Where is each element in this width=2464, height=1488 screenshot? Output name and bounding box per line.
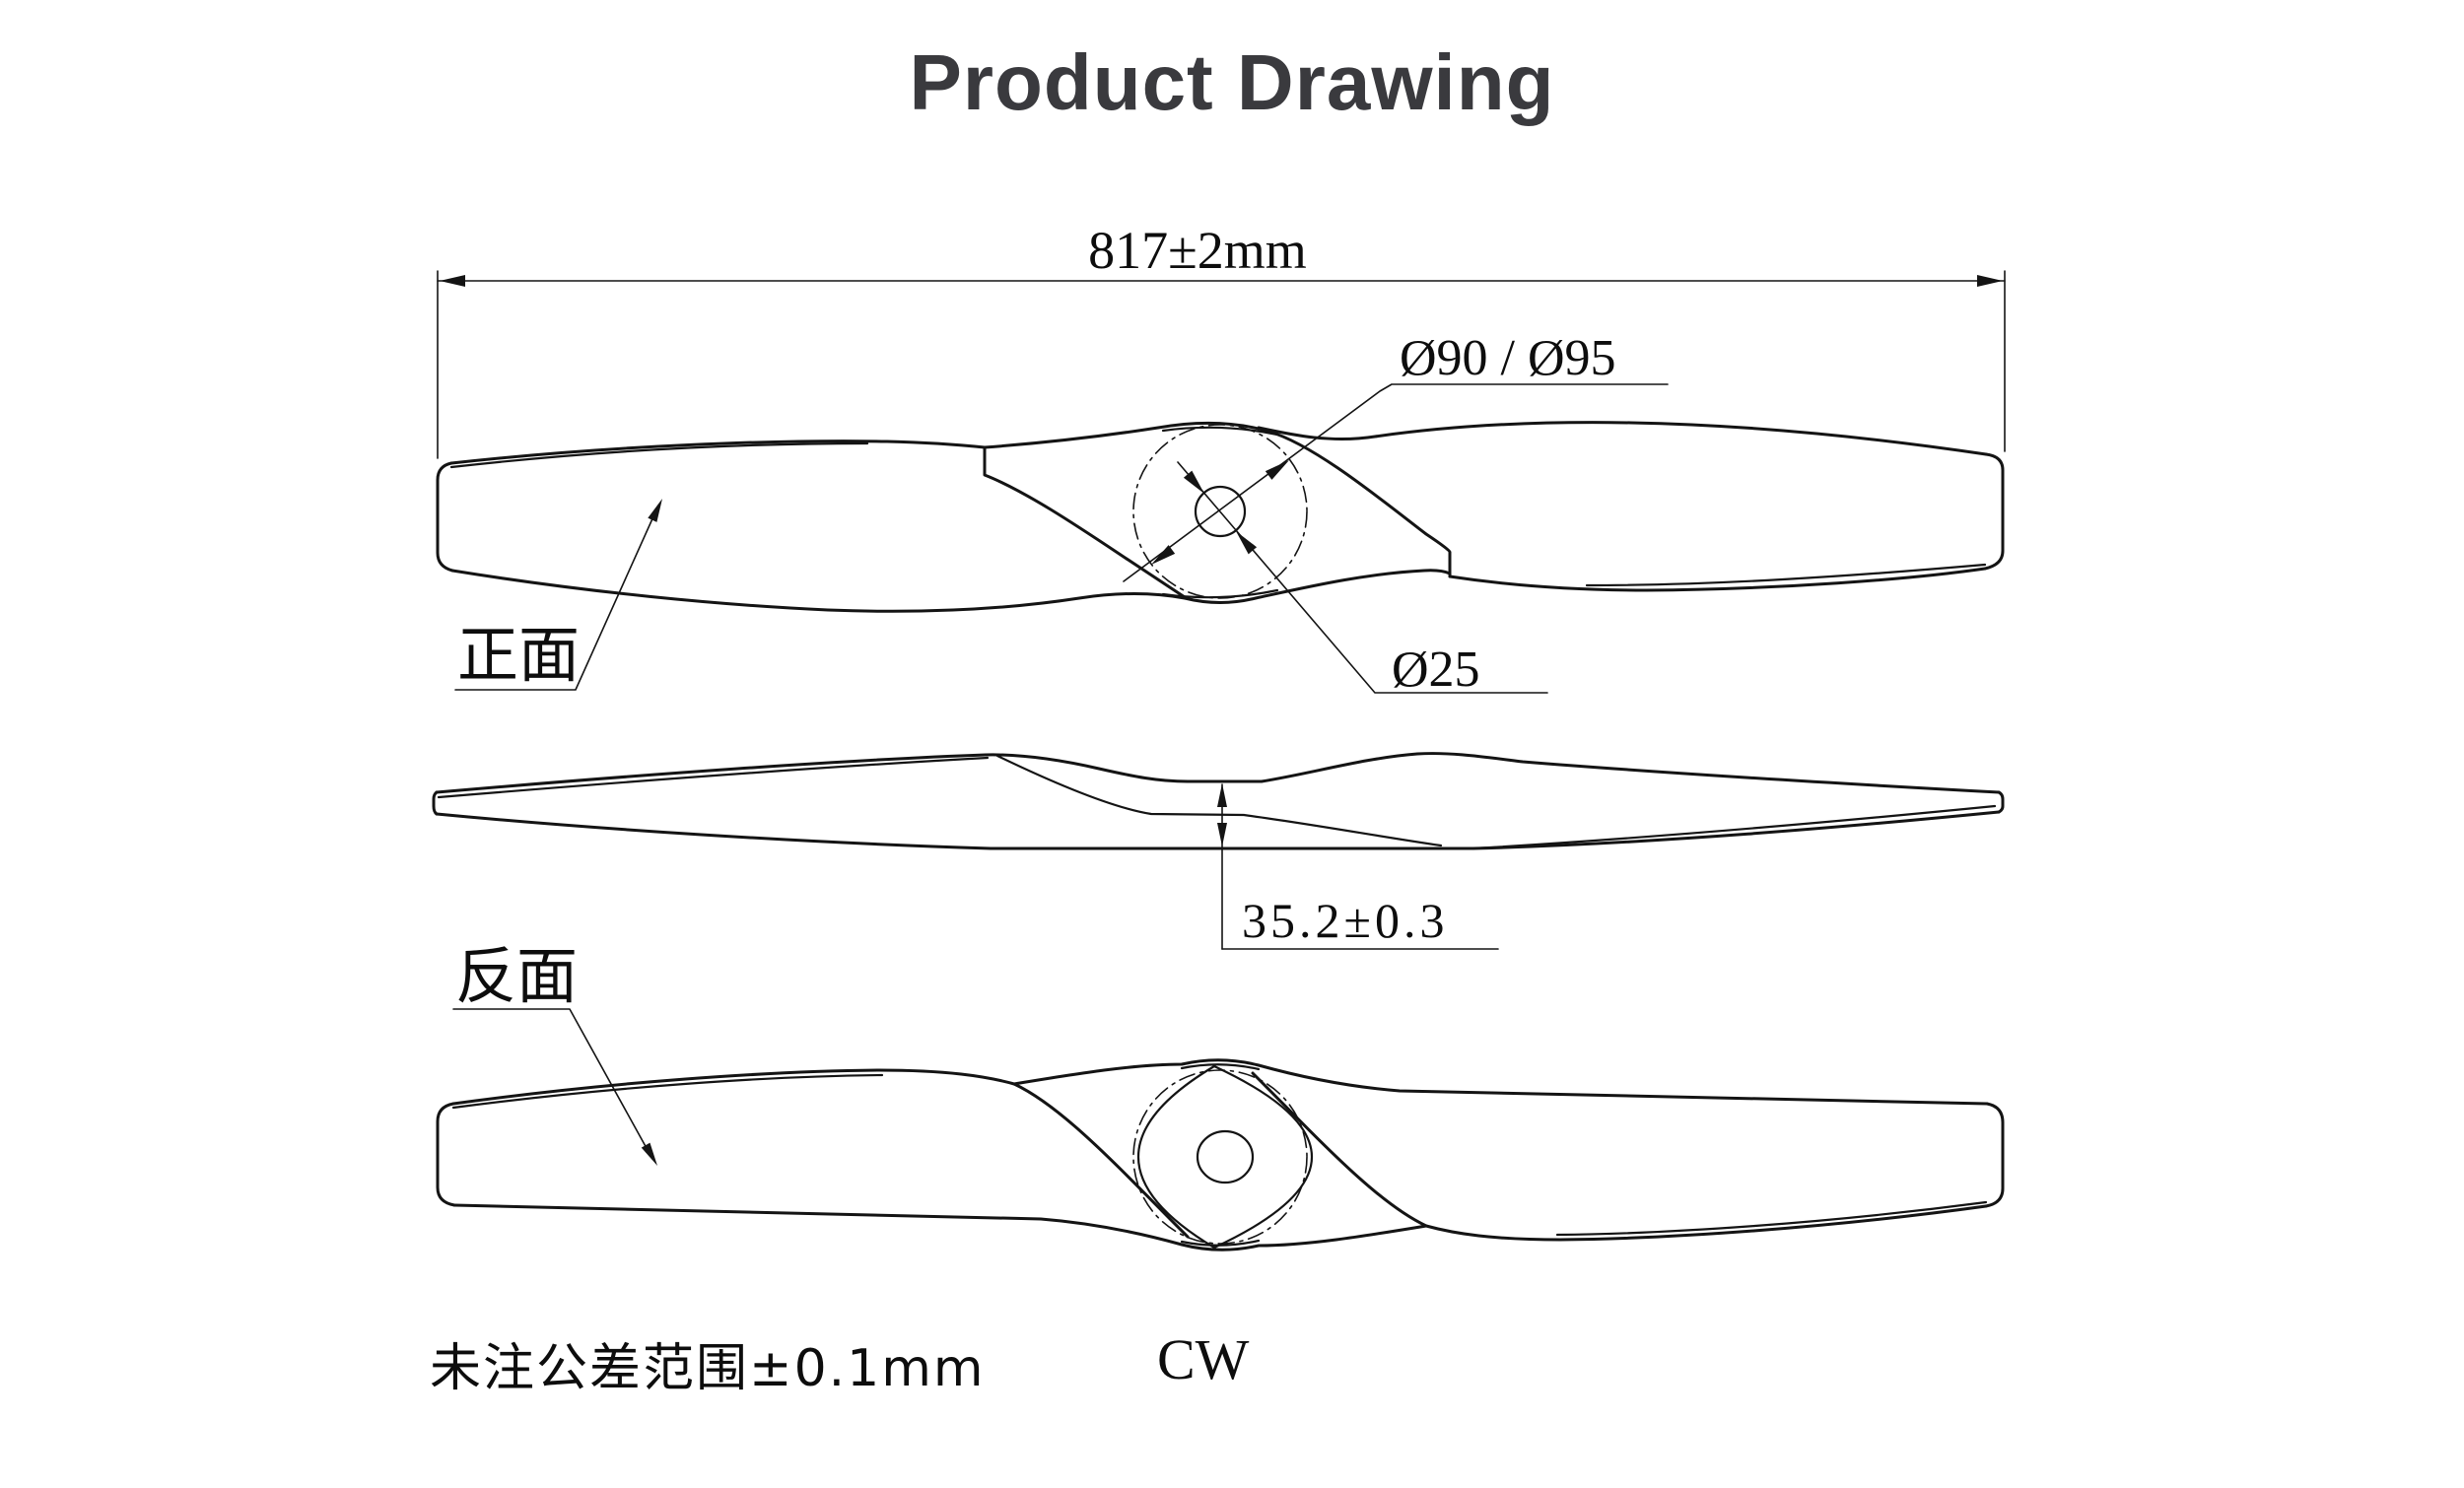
- arrowhead: [1265, 460, 1289, 480]
- front-top-edge-left: [449, 440, 987, 465]
- back-hub-lens-right-arc: [1212, 1064, 1313, 1250]
- bore-diameter-leader: Ø25: [1177, 461, 1548, 698]
- back-view: 反面: [436, 940, 2005, 1251]
- side-edge-double-right: [1472, 804, 1997, 850]
- back-hub-bottom-and-left-edge: [452, 1203, 1428, 1251]
- thickness-label: 35.2±0.3: [1242, 893, 1448, 948]
- front-hub-cap-inner-bottom: [1161, 588, 1279, 599]
- arrowhead: [1236, 531, 1258, 555]
- arrowhead: [1151, 545, 1176, 565]
- side-edge-double-left: [437, 756, 990, 799]
- front-bottom-edge-left: [450, 569, 1187, 613]
- tolerance-note: 未注公差范围±0.1mm: [430, 1339, 986, 1398]
- arrowhead: [641, 1142, 657, 1166]
- side-right-tip-edge: [1997, 790, 2005, 814]
- overall-length-dimension: 817±2mm: [437, 221, 2006, 459]
- front-hub-top-and-right-root: [983, 421, 1452, 578]
- front-hub-cap-inner-top: [1161, 426, 1279, 437]
- side-bottom-edge: [435, 810, 2001, 850]
- hub-circle-dashed-back: [1132, 1069, 1308, 1245]
- hub-diameter-leader: Ø90 / Ø95: [1123, 330, 1669, 582]
- bore-circle: [1194, 485, 1247, 538]
- back-left-tip-edge: [436, 1102, 456, 1207]
- front-view: Ø90 / Ø95 Ø25 正面: [436, 330, 2005, 698]
- front-top-edge-right: [1257, 421, 1988, 456]
- front-bottom-edge-right: [1448, 567, 1987, 592]
- callout-line: [454, 505, 659, 691]
- back-hub-lens-left-arc: [1136, 1064, 1216, 1250]
- side-view: 35.2±0.3: [432, 752, 2005, 950]
- front-face-callout: 正面: [454, 499, 662, 691]
- back-top-edge-left: [451, 1068, 1016, 1106]
- front-hub-bottom-edge: [1183, 569, 1452, 604]
- arrowhead: [1217, 783, 1227, 807]
- back-right-root-diagonal: [1251, 1071, 1428, 1228]
- leader-line: [1123, 383, 1669, 582]
- arrowhead: [1183, 470, 1204, 494]
- back-right-tip-edge: [1984, 1102, 2005, 1208]
- callout-line: [452, 1008, 653, 1160]
- arrowhead: [1217, 823, 1227, 846]
- back-hub-cap-inner-top: [1180, 1063, 1261, 1071]
- back-face-label: 反面: [455, 940, 578, 1012]
- front-left-root-step: [983, 446, 1187, 599]
- arrowhead: [440, 275, 465, 287]
- side-inner-profile: [995, 754, 1443, 847]
- page-title: Product Drawing: [909, 38, 1555, 126]
- hub-circle-dashed: [1132, 424, 1308, 599]
- bore-circle-back: [1196, 1129, 1255, 1184]
- arrowhead: [648, 499, 662, 522]
- side-left-tip-edge: [432, 790, 439, 816]
- back-left-root-diagonal: [1012, 1082, 1190, 1239]
- thickness-dimension: 35.2±0.3: [1217, 783, 1499, 950]
- back-face-callout: 反面: [452, 940, 657, 1166]
- overall-length-label: 817±2mm: [1088, 221, 1307, 280]
- arrowhead: [1977, 275, 2003, 287]
- back-bottom-edge-right: [1424, 1204, 1988, 1242]
- back-edge-double-right: [1555, 1200, 1988, 1237]
- side-top-edge: [435, 752, 2001, 794]
- bore-diameter-label: Ø25: [1392, 642, 1480, 698]
- front-left-tip-edge: [436, 461, 454, 573]
- front-right-tip-edge: [1983, 452, 2005, 571]
- front-edge-double-right: [1585, 563, 1987, 587]
- hub-diameter-label: Ø90 / Ø95: [1400, 330, 1616, 386]
- front-face-label: 正面: [457, 619, 580, 691]
- rotation-direction-label: CW: [1157, 1327, 1250, 1391]
- back-edge-double-left: [451, 1073, 884, 1110]
- front-edge-double-left: [449, 441, 869, 469]
- back-hub-top-and-right-edge: [1012, 1058, 1989, 1106]
